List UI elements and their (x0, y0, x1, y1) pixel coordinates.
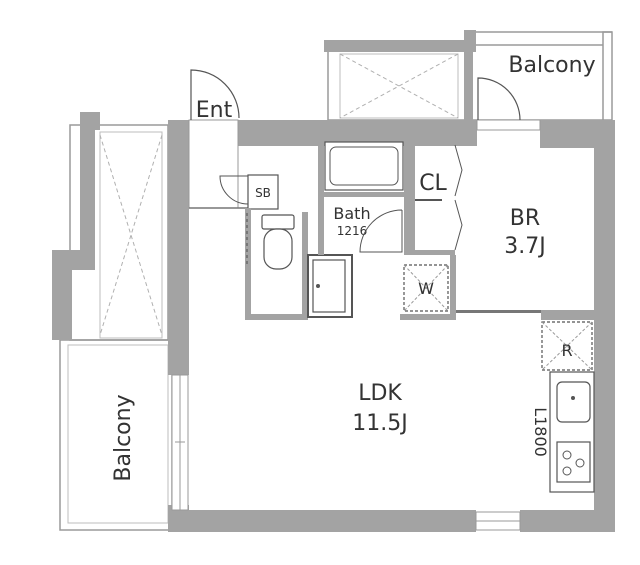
wall-bottom-right (520, 510, 615, 532)
closet-label: CL (419, 171, 447, 196)
kitchen-label: L1800 (531, 407, 550, 457)
bath-wall-left (318, 140, 324, 255)
kitchen-counter: L1800 (531, 371, 595, 493)
outer-walls (168, 120, 615, 532)
stove-burner-1 (562, 450, 572, 460)
ldk-label: LDK (358, 381, 402, 406)
washer-wall-right (450, 255, 456, 320)
bath-wall-top (318, 135, 412, 141)
bathroom: Bath 1216 (318, 135, 412, 255)
wall-right (594, 120, 615, 530)
top-balcony-wall (324, 30, 476, 52)
shoe-box-label: SB (255, 186, 271, 200)
bath-size-label: 1216 (337, 224, 368, 238)
top-balcony-dash-1 (339, 53, 459, 119)
top-balcony-label: Balcony (508, 53, 595, 78)
toilet-wall-bottom (245, 314, 307, 320)
kitchen-sink (556, 381, 591, 423)
washer-wall-bottom (400, 314, 456, 320)
balcony-door-swing (477, 77, 521, 121)
bathtub-inner (329, 146, 399, 186)
closet-wall-left (410, 140, 415, 255)
refrigerator-cross-2 (541, 321, 593, 371)
toilet-room (245, 208, 308, 320)
balcony-door-frame (476, 119, 541, 131)
top-balcony-railing (339, 53, 459, 119)
refrigerator-cross-1 (541, 321, 593, 371)
stove-burner-3 (562, 466, 572, 476)
left-outer-wall (52, 112, 100, 340)
bedroom-label: BR (510, 206, 540, 231)
left-balcony-railing (67, 344, 169, 524)
bedroom-wall-bottom (456, 310, 541, 313)
entrance-label: Ent (196, 98, 233, 123)
kitchen-faucet (571, 396, 575, 400)
stove-burner-2 (575, 458, 585, 468)
wall-left-upper (168, 120, 189, 375)
top-balcony-divider (464, 45, 473, 120)
shoe-box-outline (247, 174, 279, 210)
closet: CL (410, 140, 463, 255)
closet-wall-top (410, 140, 455, 145)
refrigerator-label: R (561, 341, 572, 360)
top-balcony-dash-2 (339, 53, 459, 119)
left-balcony: Balcony (59, 124, 173, 531)
shoe-box-door-swing (219, 175, 249, 205)
refrigerator: R (541, 321, 593, 371)
closet-door-1 (454, 144, 463, 197)
bedroom-wall-right-lower (541, 310, 594, 320)
entrance: Ent (188, 69, 250, 209)
toilet-bowl (263, 228, 293, 270)
vanity (307, 254, 353, 318)
bath-wall-right (404, 140, 412, 255)
bedroom-size-label: 3.7J (504, 234, 545, 259)
wall-bottom-left (168, 510, 476, 532)
left-balcony-upper-inner (99, 131, 163, 339)
washer-cross-2 (403, 264, 449, 312)
closet-door-2 (454, 199, 463, 251)
wall-left-stub (168, 505, 189, 532)
shoe-box: SB (219, 174, 279, 210)
bath-wall-bottom (318, 192, 412, 197)
vanity-drain (316, 284, 320, 288)
toilet-wall-right (302, 212, 308, 320)
closet-wall-bottom (410, 250, 455, 255)
bath-door-swing (359, 209, 403, 253)
wall-entrance-right (238, 120, 252, 146)
washer: W (400, 255, 456, 320)
bedroom: BR 3.7J (456, 206, 594, 320)
bath-label: Bath (333, 204, 370, 223)
toilet-tank (261, 214, 295, 230)
ldk-size-label: 11.5J (352, 411, 407, 436)
entrance-door-swing (190, 69, 240, 120)
kitchen-stove (556, 441, 591, 483)
entrance-frame (188, 119, 239, 209)
vanity-wall (307, 254, 353, 318)
top-balcony-right-edge (602, 31, 613, 121)
washer-label: W (418, 279, 434, 298)
left-balcony-label: Balcony (111, 394, 136, 481)
